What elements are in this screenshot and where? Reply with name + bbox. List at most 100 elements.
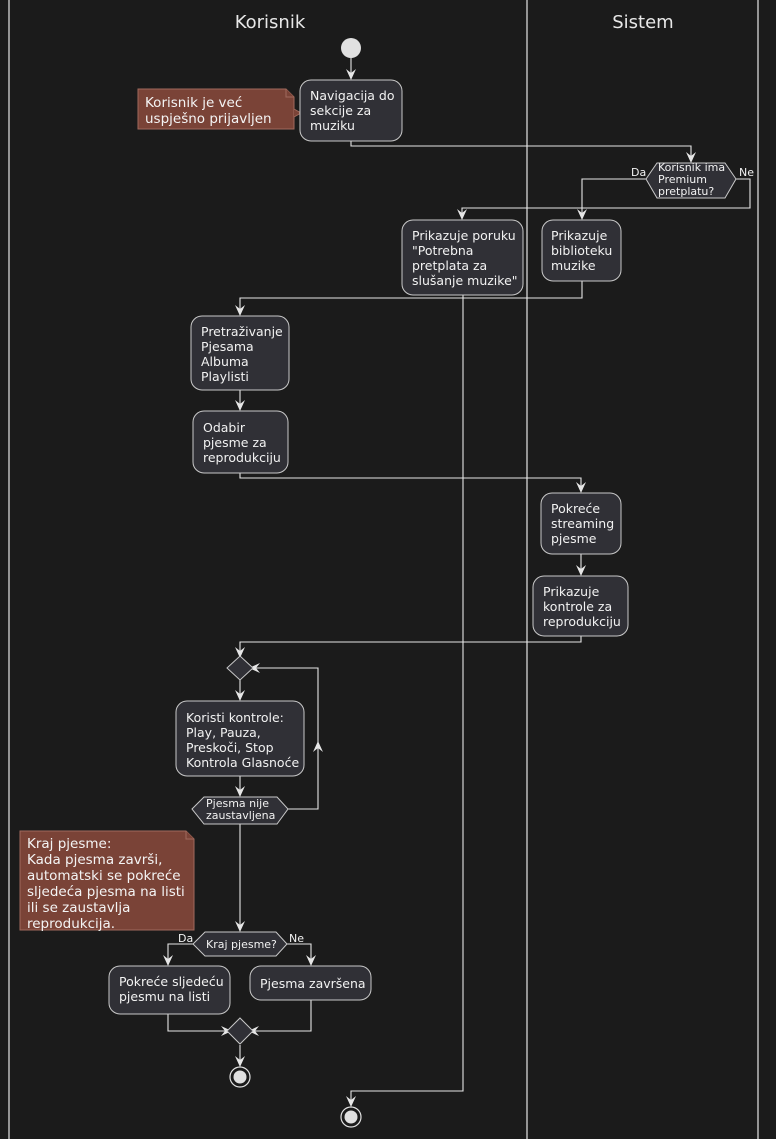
note-end-line: Kraj pjesme: [27, 836, 111, 852]
activity-kontrole-korisnik-line: Preskoči, Stop [186, 740, 274, 755]
activity-streaming: Pokreće streaming pjesme [540, 492, 622, 555]
decision-kraj: Kraj pjesme? Da Ne [178, 931, 304, 957]
edge-kraj-no [286, 943, 312, 960]
arrow [306, 955, 316, 966]
decision-premium-line: Premium [658, 173, 707, 186]
edge-odabir-streaming [239, 473, 582, 487]
edges [167, 58, 751, 1101]
merge-loop-top [226, 655, 254, 681]
decision-kraj-yes-label: Da [178, 932, 193, 945]
edge-kraj-yes [167, 943, 193, 960]
arrow [235, 305, 245, 316]
note-login-line: uspješno prijavljen [145, 111, 272, 127]
activity-streaming-line: Pokreće [551, 501, 600, 516]
arrow [235, 786, 245, 797]
activity-odabir: Odabir pjesme za reprodukciju [192, 410, 289, 474]
decision-premium-no-label: Ne [739, 166, 754, 179]
decision-premium-line: Korisnik ima [658, 161, 725, 174]
activity-nav-line: muziku [310, 118, 355, 133]
edge-sljedeca-merge [167, 1014, 226, 1032]
activity-sljedeca: Pokreće sljedeću pjesmu na listi [108, 965, 231, 1015]
arrow [577, 209, 587, 220]
lane-title-korisnik: Korisnik [235, 12, 306, 33]
edge-nav-premium [350, 141, 692, 157]
activity-poruka: Prikazuje poruku "Potrebna pretplata za … [401, 219, 524, 296]
arrow [457, 209, 467, 220]
activity-pretrazivanje-line: Albuma [201, 354, 249, 369]
stop-node-final [340, 1106, 362, 1128]
activity-kontrole-sistem: Prikazuje kontrole za reprodukciju [532, 575, 629, 637]
activity-sljedeca-line: pjesmu na listi [119, 989, 210, 1004]
activity-streaming-line: streaming [551, 516, 614, 531]
decision-kraj-line: Kraj pjesme? [206, 938, 277, 951]
activity-streaming-line: pjesme [551, 531, 597, 546]
arrow [313, 741, 323, 752]
arrow [235, 647, 245, 658]
activity-odabir-line: Odabir [203, 420, 246, 435]
activity-kontrole-sistem-line: kontrole za [543, 599, 612, 614]
activity-kontrole-korisnik-line: Play, Pauza, [186, 725, 261, 740]
activity-kontrole-sistem-line: reprodukciju [543, 614, 621, 629]
arrowheads [163, 69, 696, 1107]
arrow [163, 955, 173, 966]
activity-odabir-line: pjesme za [203, 435, 267, 450]
activity-odabir-line: reprodukciju [203, 450, 281, 465]
note-login-line: Korisnik je već [145, 95, 242, 111]
activity-poruka-line: slušanje muzike" [412, 273, 518, 288]
activity-biblioteka-line: muzike [551, 258, 596, 273]
decision-loop: Pjesma nije zaustavljena [191, 796, 289, 825]
activity-biblioteka-line: biblioteku [551, 243, 612, 258]
arrow [576, 482, 586, 493]
activity-poruka-line: "Potrebna [412, 243, 473, 258]
activity-nav-line: sekcije za [310, 103, 371, 118]
activity-pretrazivanje-line: Pjesama [201, 339, 254, 354]
arrow [235, 400, 245, 411]
activity-poruka-line: pretplata za [412, 258, 487, 273]
activity-kontrole-sistem-line: Prikazuje [543, 584, 600, 599]
note-login: Korisnik je već uspješno prijavljen [137, 88, 303, 130]
activity-biblioteka-line: Prikazuje [551, 228, 608, 243]
activity-kontrole-korisnik-line: Koristi kontrole: [186, 710, 284, 725]
edge-premium-yes [581, 178, 646, 214]
decision-premium-yes-label: Da [631, 166, 646, 179]
decision-premium-line: pretplatu? [658, 185, 714, 198]
activity-zavrsena: Pjesma završena [249, 965, 372, 1001]
arrow [346, 69, 356, 80]
edge-biblioteka-pretrazivanje [239, 281, 583, 310]
activity-nav: Navigacija do sekcije za muziku [299, 79, 403, 142]
activity-pretrazivanje-line: Playlisti [201, 369, 249, 384]
arrow [235, 1056, 245, 1067]
edge-kontrole-merge [239, 636, 582, 652]
note-end-line: Kada pjesma završi, [27, 852, 162, 868]
note-end-line: automatski se pokreće [27, 868, 181, 884]
edge-poruka-end [350, 295, 464, 1101]
activity-zavrsena-line: Pjesma završena [260, 976, 366, 991]
activity-biblioteka: Prikazuje biblioteku muzike [541, 219, 622, 282]
arrow [346, 1096, 356, 1107]
arrow [235, 690, 245, 701]
stop-node-inner [229, 1066, 251, 1088]
note-end-line: sljedeća pjesma na listi [27, 884, 185, 900]
arrow [249, 663, 260, 673]
activity-pretrazivanje-line: Pretraživanje [201, 324, 283, 339]
lane-title-sistem: Sistem [612, 12, 673, 33]
note-end-line: ili se zaustavlja [27, 900, 130, 916]
activity-nav-line: Navigacija do [310, 88, 395, 103]
note-end-line: reprodukcija. [27, 916, 115, 932]
merge-kraj [226, 1017, 254, 1045]
decision-loop-line: Pjesma nije [206, 797, 269, 810]
arrow [576, 565, 586, 576]
activity-kontrole-korisnik-line: Kontrola Glasnoće [186, 755, 299, 770]
activity-poruka-line: Prikazuje poruku [412, 228, 516, 243]
note-end: Kraj pjesme: Kada pjesma završi, automat… [19, 830, 195, 932]
arrow [235, 921, 245, 932]
decision-kraj-no-label: Ne [289, 932, 304, 945]
edge-premium-no [461, 178, 751, 214]
edge-zavrsena-merge [254, 1000, 312, 1032]
activity-pretrazivanje: Pretraživanje Pjesama Albuma Playlisti [190, 315, 290, 391]
arrow [686, 152, 696, 163]
decision-loop-line: zaustavljena [206, 809, 275, 822]
decision-premium: Korisnik ima Premium pretplatu? Da Ne [631, 161, 754, 199]
